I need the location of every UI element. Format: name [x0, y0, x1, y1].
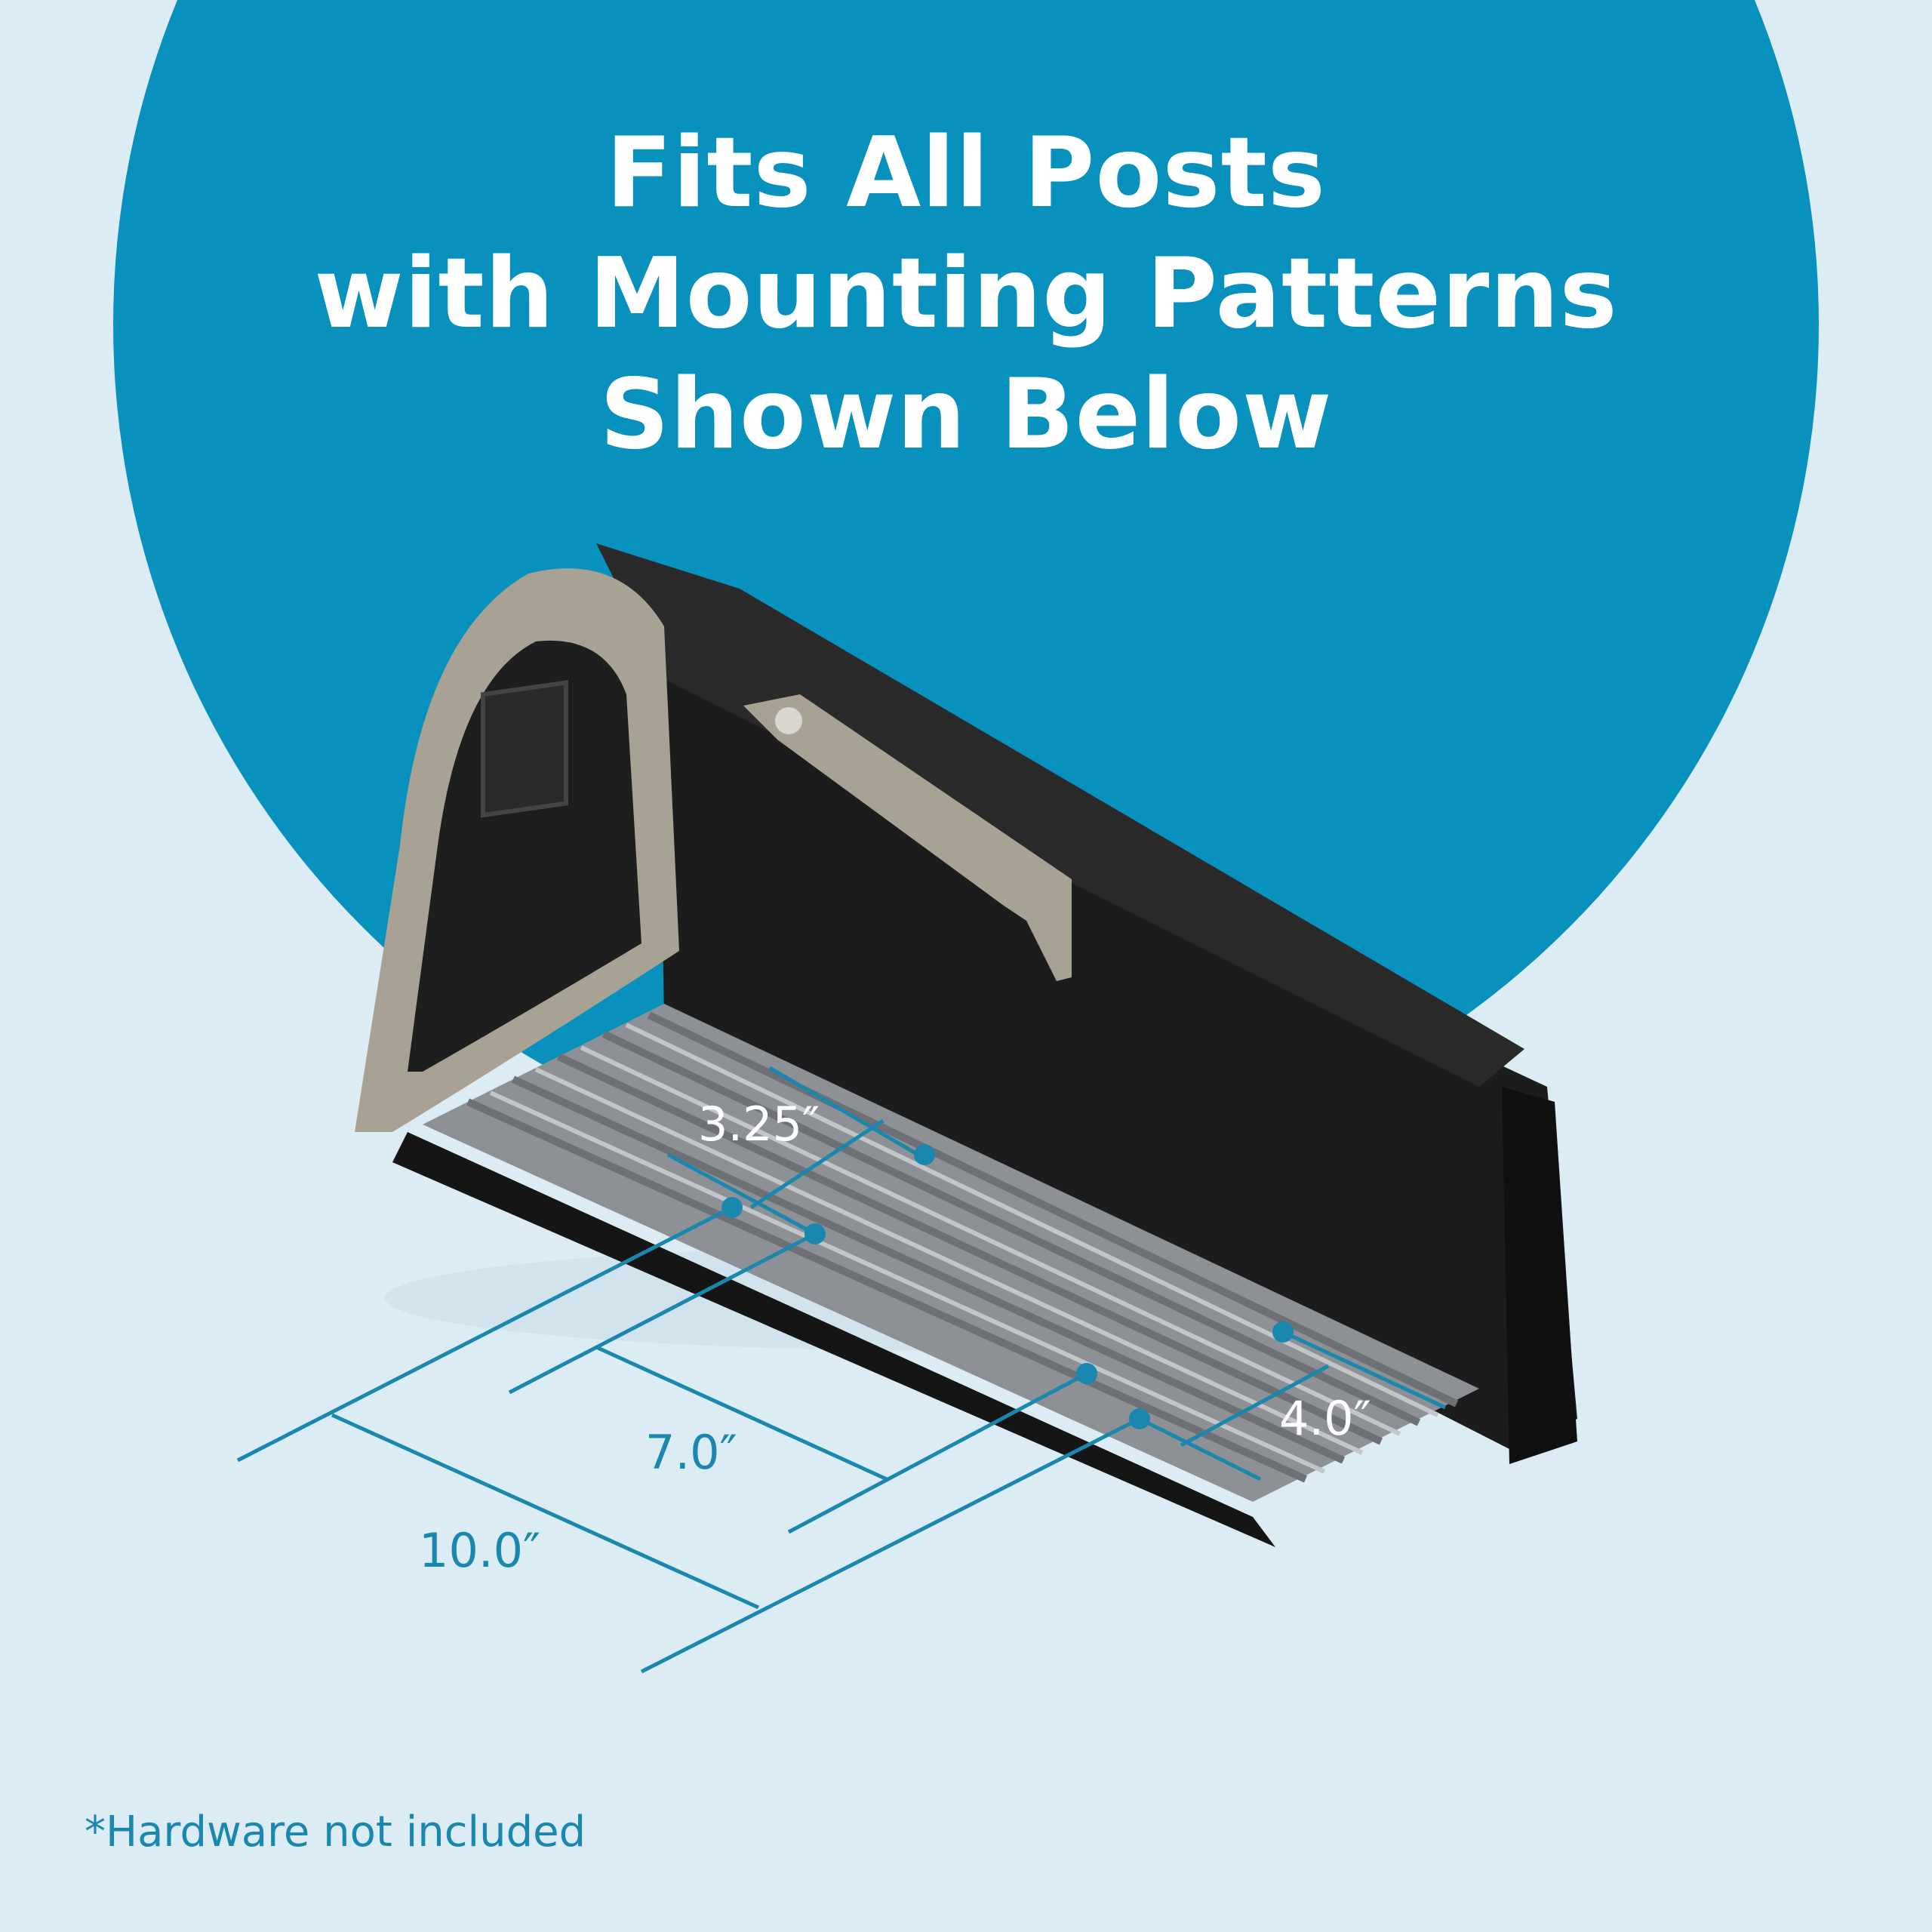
dim-line-4.0-a: [1281, 1330, 1447, 1410]
dim-line-3.25-a: [768, 1066, 926, 1161]
hole-6: [1129, 1408, 1150, 1429]
headline-line-3: Shown Below: [599, 358, 1333, 471]
door-window: [481, 680, 568, 818]
dim-line-10.0-a: [236, 1205, 734, 1463]
dim-line-3.25-b: [666, 1152, 817, 1236]
mailbox-floor-edge: [392, 1132, 1275, 1547]
dimension-label-7.0: 7.0″: [645, 1425, 737, 1480]
mailbox-door-panel: [408, 640, 641, 1072]
mailbox-floor: [423, 1004, 1479, 1502]
dim-line-7.0-bar: [595, 1345, 888, 1481]
dim-line-3.25-bar: [749, 1118, 884, 1210]
floor-highlights: [489, 1023, 1439, 1474]
mailbox-flag: [743, 694, 1072, 981]
floor-ribs: [466, 1011, 1459, 1483]
dimension-label-3.25: 3.25″: [698, 1097, 820, 1152]
mailbox-top: [596, 543, 1524, 1087]
hole-1: [914, 1144, 935, 1165]
flag-pivot: [775, 707, 802, 734]
dimension-lines: [236, 1066, 1447, 1674]
dimension-label-4.0: 4.0″: [1279, 1391, 1371, 1446]
headline-line-1: Fits All Posts: [606, 117, 1326, 229]
hole-4: [1272, 1321, 1294, 1343]
mailbox: [355, 543, 1577, 1547]
dim-line-10.0-bar: [331, 1413, 760, 1610]
dim-line-7.0-a: [508, 1232, 817, 1395]
dim-line-4.0-b: [1138, 1417, 1262, 1481]
mailbox-rear-cap: [1502, 1087, 1577, 1464]
dim-line-4.0-bar: [1180, 1364, 1330, 1447]
dim-line-7.0-b: [787, 1371, 1088, 1534]
dim-line-10.0-b: [640, 1417, 1141, 1674]
mounting-holes: [721, 1144, 1294, 1429]
headline-line-2: with Mounting Patterns: [314, 238, 1618, 350]
hardware-footnote: *Hardware not included: [85, 1807, 586, 1857]
dimension-label-10.0: 10.0″: [419, 1523, 541, 1578]
hole-5: [1076, 1363, 1097, 1384]
hole-2: [721, 1197, 743, 1218]
hole-3: [804, 1223, 826, 1244]
headline: Fits All Posts with Mounting Patterns Sh…: [0, 113, 1932, 475]
